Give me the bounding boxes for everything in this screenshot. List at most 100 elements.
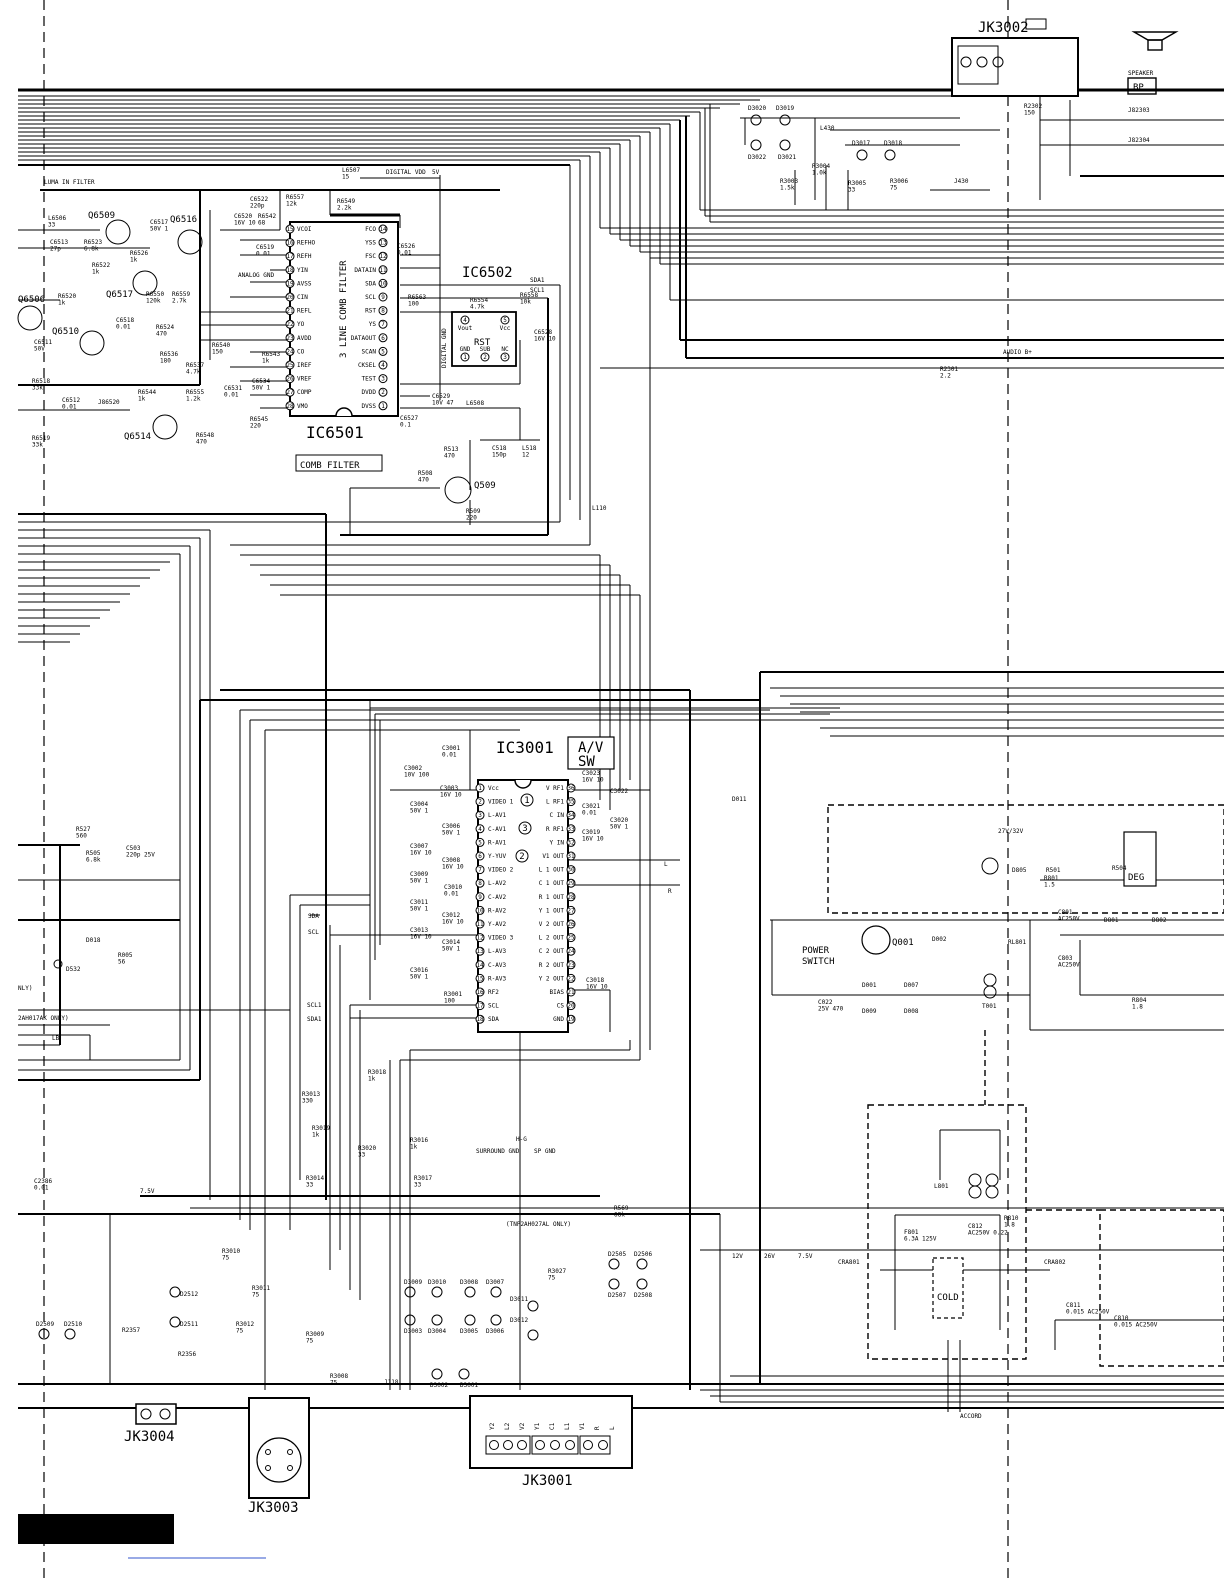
component-value: 33 — [414, 1182, 422, 1189]
component-value: 50V 1 — [410, 974, 428, 981]
component-value: 150 — [212, 349, 223, 356]
component-ref: D018 — [86, 937, 101, 944]
component-ref: R3005 — [848, 180, 866, 187]
component-value: 16V 10 — [534, 336, 556, 343]
component-ref: C3018 — [586, 977, 604, 984]
jk3001-pin-label: L2 — [504, 1422, 511, 1430]
ic6501-pin-number: 4 — [381, 362, 385, 369]
component-ref: D011 — [732, 796, 747, 803]
ic6501-pin-number: 3 — [381, 376, 385, 383]
component-ref: D2505 — [608, 1251, 626, 1258]
ic3001-pin-number: 8 — [478, 880, 482, 887]
ic6501-pin-number: 13 — [379, 240, 387, 247]
ic3001-pin-circle — [566, 878, 576, 888]
ic3001-marker-circle — [520, 793, 534, 807]
component-ref: D2509 — [36, 1321, 54, 1328]
ic3001-pin-circle — [475, 892, 485, 902]
ic6501-pin-number: 6 — [381, 335, 385, 342]
component-ref: D3010 — [428, 1279, 446, 1286]
component-ref: R3004 — [812, 163, 830, 170]
ic6501-pin-circle — [285, 333, 295, 343]
component-value: 1k — [138, 396, 146, 403]
ic6501-pin-name: RST — [365, 308, 376, 315]
component-value: 50V 1 — [410, 808, 428, 815]
component-value: 75 — [252, 1292, 260, 1299]
only-note: (TNP2AH027AL ONLY) — [506, 1221, 571, 1228]
jk3001-connector[interactable] — [469, 1395, 633, 1469]
component-value: 50V 1 — [150, 226, 168, 233]
ic3001-pin-name: R-AV1 — [488, 839, 506, 846]
component-ref: J118 — [384, 1379, 399, 1386]
component-ref: R3019 — [312, 1125, 330, 1132]
ic3001-pin-number: 27 — [567, 907, 575, 914]
ic6501-pin-number: 25 — [286, 362, 294, 369]
component-value: 0.01 — [397, 250, 412, 257]
component-ref: D002 — [932, 936, 947, 943]
component-ref: D3020 — [748, 105, 766, 112]
analog-gnd-label: ANALOG GND — [238, 272, 275, 279]
jk3001-pin-label: L — [609, 1426, 616, 1430]
ic6501-pin-name: VMO — [297, 403, 308, 410]
component-ref: C3012 — [442, 912, 460, 919]
scl-net: SCL — [308, 929, 319, 936]
ic6501-pin-circle — [285, 251, 295, 261]
ic6501-pin-circle — [378, 306, 388, 316]
q6514-symbol — [152, 414, 178, 440]
component-ref: R801 — [1044, 875, 1059, 882]
ic3001-pin-name: Y-YUV — [488, 853, 506, 860]
component-value: 470 — [156, 331, 167, 338]
component-value: 16V 10 — [582, 777, 604, 784]
component-ref: R6536 — [160, 351, 178, 358]
jk3004-connector[interactable] — [135, 1403, 177, 1425]
component-value: 2.2k — [337, 205, 352, 212]
ic3001-pin-number: 14 — [476, 962, 484, 969]
ic3001-pin-name: L RF1 — [546, 799, 564, 806]
ic6501-pin-name: AVSS — [297, 280, 312, 287]
component-value: 27p — [50, 246, 61, 253]
ic3001-pin-circle — [566, 837, 576, 847]
component-ref: C6522 — [250, 196, 268, 203]
jk3003-connector[interactable] — [248, 1397, 310, 1499]
scl1-net: SCL1 — [307, 1002, 322, 1009]
component-ref: L518 — [522, 445, 537, 452]
ic3001-pin-number: 5 — [478, 839, 482, 846]
component-value: 1.2k — [186, 396, 201, 403]
ic6501-pin-circle — [285, 387, 295, 397]
component-value: 1k — [58, 300, 66, 307]
sda-net: SDA — [308, 913, 319, 920]
ic6502-pin-circle — [460, 315, 470, 325]
component-ref: C3023 — [582, 770, 600, 777]
ic6501-pin-circle — [378, 401, 388, 411]
component-ref: D001 — [862, 982, 877, 989]
ic6501-pin-number: 8 — [381, 308, 385, 315]
component-ref: D3009 — [404, 1279, 422, 1286]
component-value: 220p 25V — [126, 852, 155, 859]
surround-gnd-label: SURROUND GND — [476, 1148, 520, 1155]
ic3001-pin-number: 22 — [567, 975, 575, 982]
cold-label: COLD — [937, 1293, 959, 1303]
q6517-label: Q6517 — [106, 290, 133, 300]
ic6502-body: RST — [474, 338, 491, 348]
component-ref: D801 — [1104, 917, 1119, 924]
ic3001-pin-circle — [566, 810, 576, 820]
component-value: 1k — [312, 1132, 320, 1139]
jk3001-pin-label: V2 — [519, 1422, 526, 1430]
component-ref: D2512 — [180, 1291, 198, 1298]
component-value: 75 — [548, 1275, 556, 1282]
ic6501-pin-name: YSS — [365, 240, 376, 247]
component-ref: R3018 — [368, 1069, 386, 1076]
component-value: 10V 100 — [404, 772, 430, 779]
component-ref: D007 — [904, 982, 919, 989]
ic3001-pin-circle — [475, 1014, 485, 1024]
ic3001-pin-name: R 2 OUT — [539, 962, 565, 969]
component-value: 33 — [848, 187, 856, 194]
ic3001-pin-name: Y IN — [550, 839, 565, 846]
speaker-symbol — [1127, 31, 1179, 95]
jk3002-connector[interactable] — [951, 18, 1079, 97]
component-value: 75 — [306, 1338, 314, 1345]
ic6502-pin-number: 4 — [463, 317, 467, 324]
ic3001-pin-number: 11 — [476, 921, 484, 928]
